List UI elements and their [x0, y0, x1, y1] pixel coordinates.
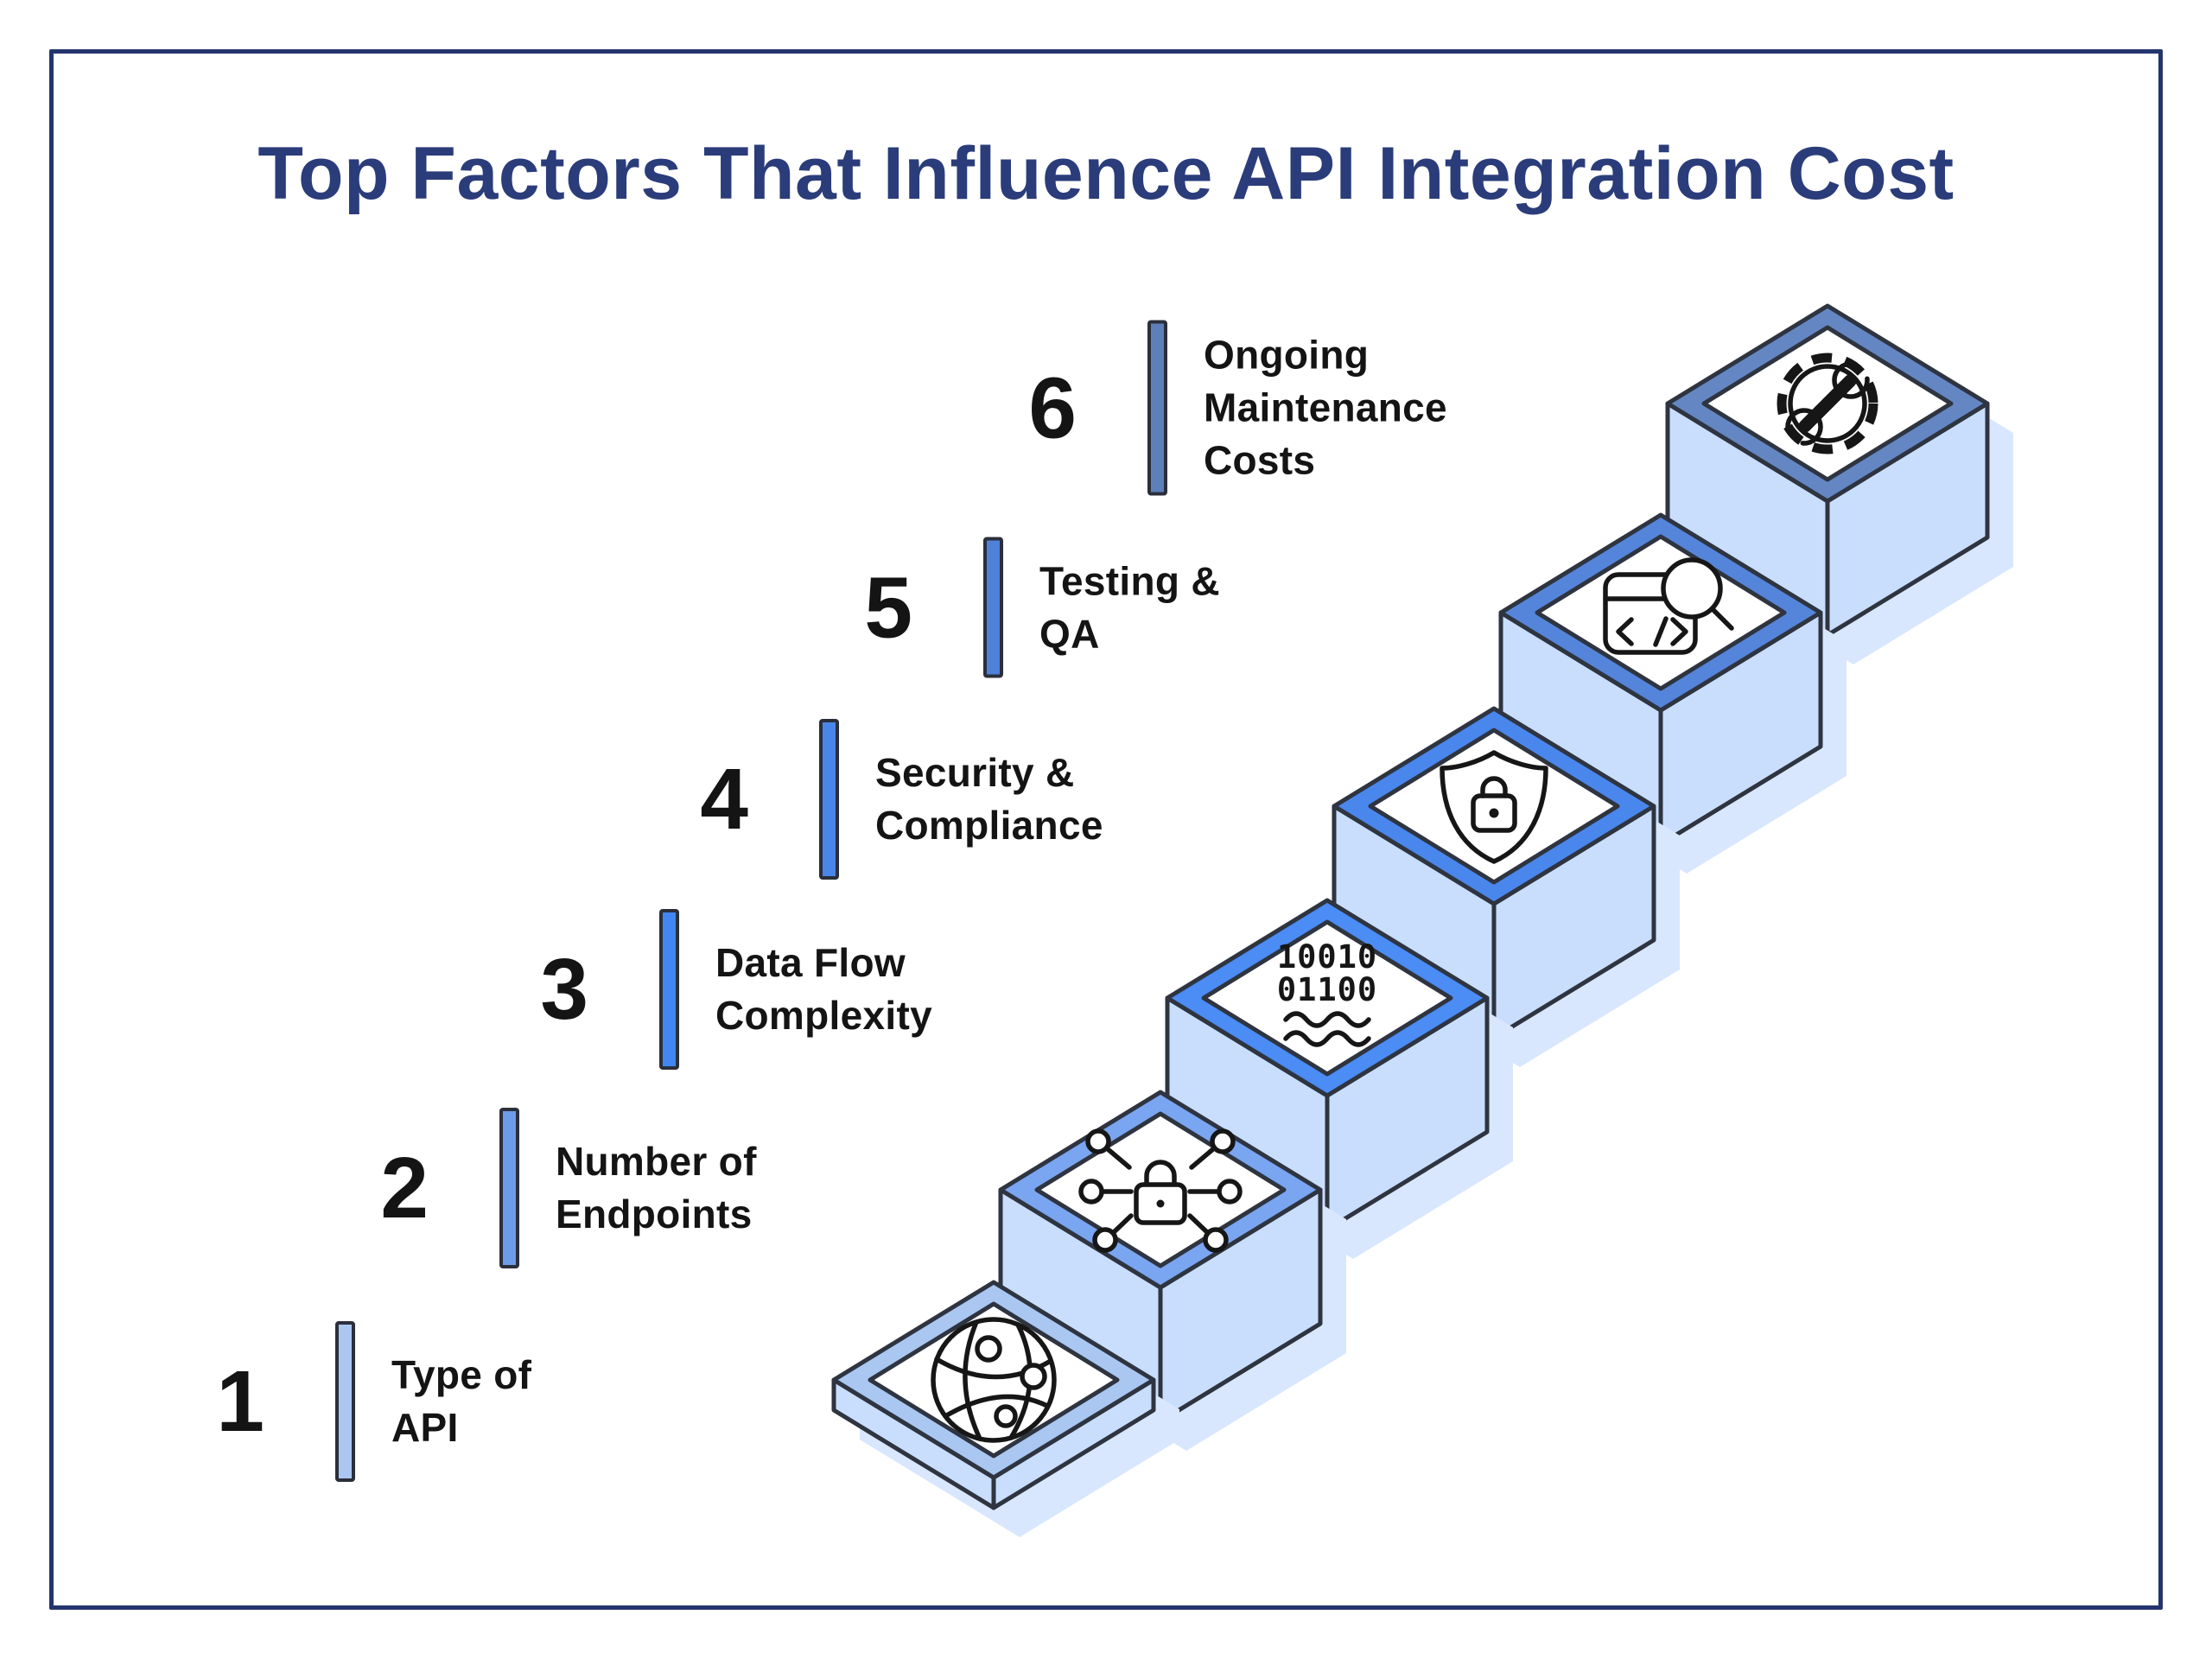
factor-4-label: Security & Compliance [875, 750, 1103, 848]
factor-1-bar [335, 1321, 355, 1482]
factor-6-number: 6 [1028, 359, 1077, 456]
shield-lock-icon [1440, 750, 1548, 864]
factor-4-number: 4 [700, 751, 748, 848]
factor-5-number: 5 [864, 559, 912, 656]
factor-5-label: Testing & QA [1039, 558, 1220, 656]
factor-6-bar [1147, 320, 1167, 496]
factor-2-bar [499, 1108, 519, 1268]
factor-5-bar [983, 537, 1003, 678]
factor-item-4: 4 Security & Compliance [652, 719, 1103, 880]
factor-3-label: Data Flow Complexity [715, 940, 932, 1038]
step-3: 10010 01100 [1165, 898, 1513, 1259]
step-1-tile [868, 1301, 1120, 1459]
factor-item-1: 1 Type of API [168, 1321, 531, 1482]
factor-6-label: Ongoing Maintenance Costs [1204, 332, 1447, 483]
factor-1-number: 1 [216, 1353, 264, 1450]
factor-3-number: 3 [540, 941, 588, 1038]
page-title: Top Factors That Influence API Integrati… [257, 132, 1955, 215]
globe-network-icon [931, 1317, 1057, 1443]
network-endpoints-lock-icon [1078, 1128, 1243, 1253]
factor-4-bar [819, 719, 839, 880]
gear-wrench-icon [1777, 353, 1878, 454]
factor-3-bar [659, 909, 679, 1070]
binary-data-flow-icon: 10010 01100 [1277, 938, 1377, 1047]
factor-1-label: Type of API [391, 1352, 532, 1450]
step-3-tile [1201, 919, 1453, 1077]
step-5-tile [1535, 534, 1787, 691]
step-2 [998, 1090, 1346, 1451]
step-5 [1498, 512, 1847, 874]
svg-text:10010: 10010 [1277, 938, 1377, 976]
factor-2-number: 2 [380, 1140, 429, 1236]
factor-item-2: 2 Number of Endpoints [332, 1108, 757, 1268]
factor-item-6: 6 Ongoing Maintenance Costs [980, 320, 1447, 496]
step-1 [831, 1280, 1179, 1537]
factor-item-5: 5 Testing & QA [816, 537, 1220, 678]
factor-item-3: 3 Data Flow Complexity [492, 909, 932, 1070]
code-testing-magnifier-icon [1603, 557, 1734, 655]
factor-2-label: Number of Endpoints [556, 1139, 757, 1236]
svg-text:01100: 01100 [1277, 971, 1377, 1008]
step-4-tile [1368, 728, 1620, 885]
